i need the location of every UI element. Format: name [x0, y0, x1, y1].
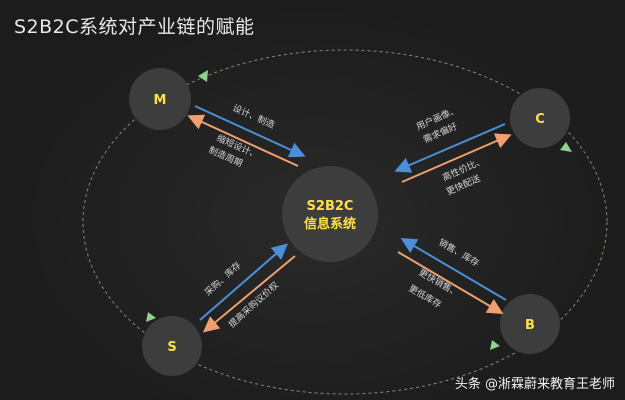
arrow-c-to-center: [394, 123, 506, 173]
arrow-center-to-c: [401, 133, 512, 183]
center-label-2: 信息系统: [304, 216, 356, 232]
center-node: [282, 166, 378, 262]
arrow-s-to-center: [199, 243, 289, 321]
arrow-center-to-b: [397, 251, 504, 315]
label-center-to-s: 提高采购议价权: [226, 279, 281, 330]
watermark: 头条 @淅霖蔚来教育王老师: [454, 377, 615, 392]
cycle-arrowhead: [198, 70, 208, 82]
cycle-arrowhead: [560, 142, 572, 152]
node-b: [500, 294, 560, 354]
node-s-label: S: [167, 340, 176, 355]
node-b-label: B: [525, 318, 535, 333]
arrow-b-to-center: [400, 237, 507, 301]
cycle-arrowhead: [146, 312, 156, 322]
arrow-center-to-m: [187, 114, 299, 167]
arrow-center-to-s: [202, 255, 296, 333]
diagram-title: S2B2C系统对产业链的赋能: [14, 16, 255, 38]
node-m-label: M: [154, 93, 167, 108]
arrow-m-to-center: [194, 105, 306, 158]
cycle-ellipse: [82, 49, 608, 395]
node-m: [129, 68, 191, 130]
label-s-to-center: 采购、库存: [202, 259, 243, 298]
node-c-label: C: [535, 112, 545, 127]
label-m-to-center: 设计、制造: [231, 102, 277, 131]
node-c: [510, 88, 570, 148]
node-s: [142, 316, 202, 376]
cycle-arrowhead: [490, 340, 500, 350]
center-label-1: S2B2C: [307, 199, 354, 214]
